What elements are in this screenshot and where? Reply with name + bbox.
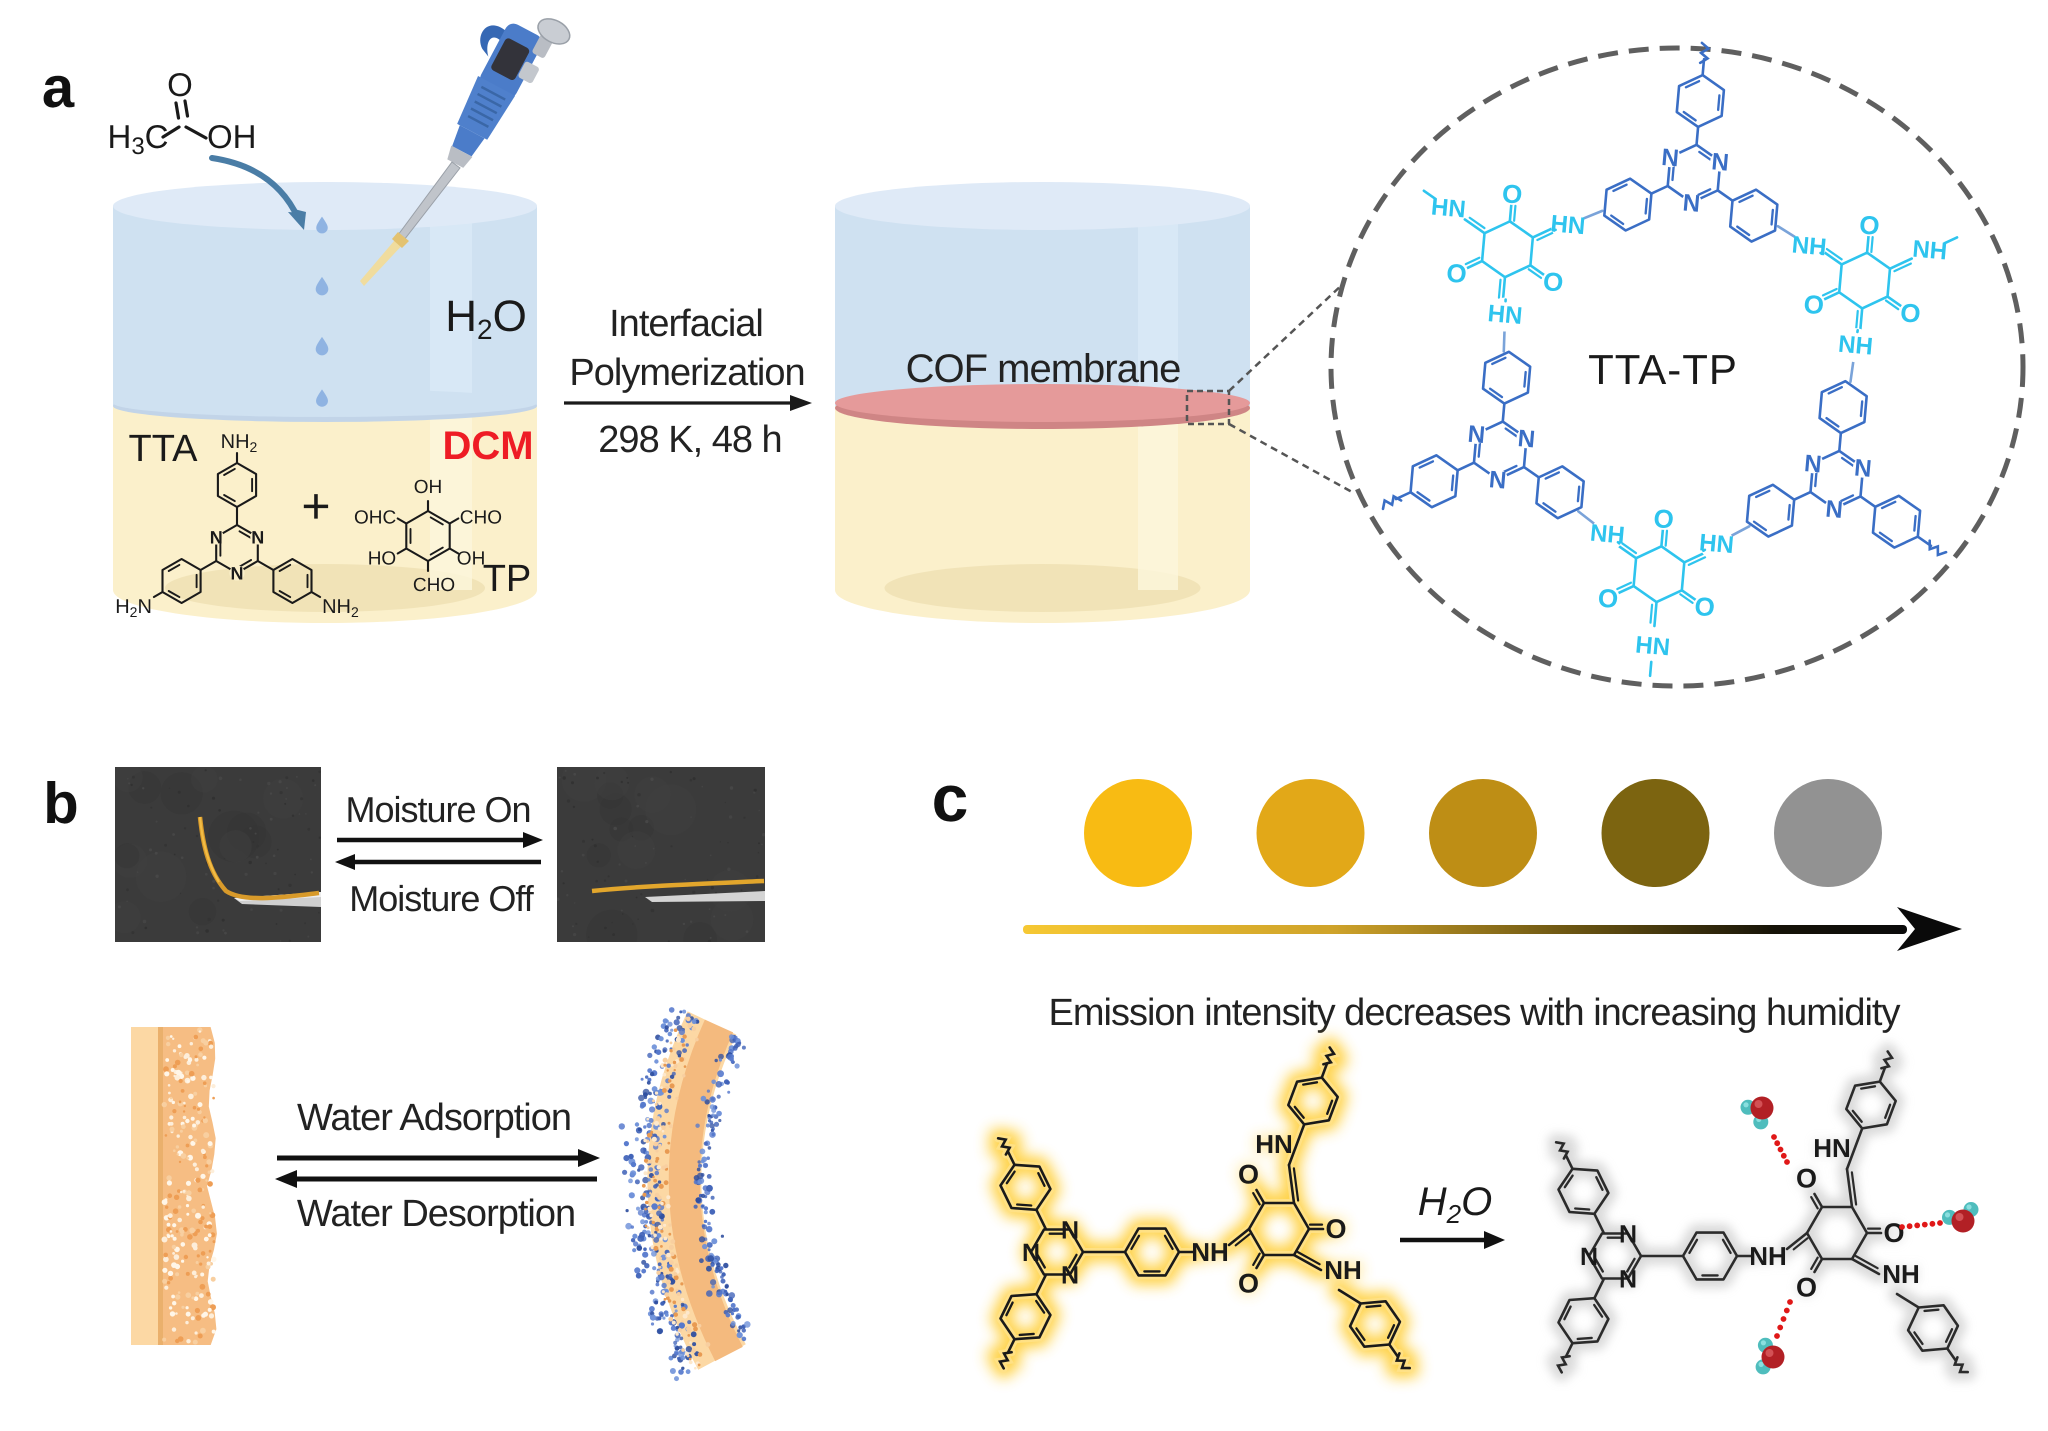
svg-text:TP: TP bbox=[483, 558, 532, 600]
svg-text:O: O bbox=[1238, 1268, 1259, 1298]
svg-text:CHO: CHO bbox=[413, 575, 455, 596]
svg-text:b: b bbox=[43, 771, 78, 836]
svg-text:OH: OH bbox=[207, 118, 257, 155]
svg-text:COF membrane: COF membrane bbox=[906, 347, 1181, 391]
svg-text:N: N bbox=[1517, 425, 1537, 453]
svg-text:O: O bbox=[1238, 1160, 1259, 1190]
svg-text:O: O bbox=[1796, 1272, 1817, 1302]
svg-text:O: O bbox=[1652, 503, 1675, 535]
svg-text:HO: HO bbox=[368, 549, 397, 570]
svg-text:O: O bbox=[1597, 582, 1620, 614]
svg-text:HN: HN bbox=[1255, 1129, 1293, 1159]
svg-text:NH: NH bbox=[1191, 1237, 1229, 1267]
svg-text:O: O bbox=[1883, 1218, 1904, 1248]
svg-text:HN: HN bbox=[1549, 210, 1586, 240]
svg-text:N: N bbox=[231, 564, 244, 584]
svg-text:NH: NH bbox=[1324, 1255, 1362, 1285]
svg-text:N: N bbox=[210, 528, 223, 548]
svg-text:Water Desorption: Water Desorption bbox=[297, 1193, 575, 1235]
svg-text:NH: NH bbox=[1191, 1237, 1229, 1267]
svg-text:NH: NH bbox=[1589, 520, 1626, 550]
svg-text:HN: HN bbox=[1634, 631, 1671, 661]
svg-text:NH: NH bbox=[1882, 1259, 1920, 1289]
svg-text:HN: HN bbox=[1813, 1133, 1851, 1163]
svg-text:O: O bbox=[1796, 1164, 1817, 1194]
svg-text:N: N bbox=[1853, 454, 1873, 482]
svg-text:N: N bbox=[1022, 1239, 1040, 1267]
svg-text:Interfacial: Interfacial bbox=[609, 303, 763, 345]
svg-text:O: O bbox=[1238, 1268, 1259, 1298]
svg-text:O: O bbox=[1501, 178, 1524, 210]
svg-text:O: O bbox=[1883, 1218, 1904, 1248]
svg-text:OH: OH bbox=[414, 477, 443, 498]
svg-text:HN: HN bbox=[1255, 1129, 1293, 1159]
svg-text:N: N bbox=[1803, 450, 1823, 478]
svg-text:HN: HN bbox=[1698, 529, 1735, 559]
svg-text:N: N bbox=[1682, 190, 1702, 218]
svg-text:O: O bbox=[167, 66, 193, 103]
svg-text:O: O bbox=[1796, 1164, 1817, 1194]
svg-text:HN: HN bbox=[1487, 300, 1524, 330]
svg-text:O: O bbox=[1796, 1272, 1817, 1302]
svg-text:OHC: OHC bbox=[354, 508, 396, 529]
svg-text:DCM: DCM bbox=[442, 424, 533, 468]
svg-text:c: c bbox=[932, 761, 969, 835]
svg-text:O: O bbox=[1238, 1268, 1259, 1298]
svg-text:O: O bbox=[1325, 1214, 1346, 1244]
svg-text:NH: NH bbox=[1882, 1259, 1920, 1289]
svg-text:TTA-TP: TTA-TP bbox=[1588, 346, 1738, 393]
svg-text:a: a bbox=[42, 55, 75, 120]
svg-text:O: O bbox=[1858, 209, 1881, 241]
svg-text:NH: NH bbox=[1324, 1255, 1362, 1285]
svg-text:298 K, 48 h: 298 K, 48 h bbox=[598, 419, 781, 461]
svg-text:N: N bbox=[1619, 1221, 1637, 1249]
svg-text:O: O bbox=[1238, 1160, 1259, 1190]
svg-text:NH: NH bbox=[1837, 331, 1874, 361]
svg-text:N: N bbox=[1619, 1266, 1637, 1294]
svg-text:NH: NH bbox=[1911, 236, 1948, 266]
svg-text:N: N bbox=[1710, 148, 1730, 176]
svg-text:N: N bbox=[1061, 1262, 1079, 1290]
svg-text:NH: NH bbox=[1324, 1255, 1362, 1285]
svg-text:N: N bbox=[251, 528, 264, 548]
svg-text:OH: OH bbox=[457, 549, 486, 570]
svg-text:NH: NH bbox=[1749, 1241, 1787, 1271]
svg-text:Moisture On: Moisture On bbox=[345, 789, 530, 830]
svg-text:+: + bbox=[301, 478, 330, 534]
svg-text:N: N bbox=[1824, 496, 1844, 524]
svg-text:Moisture Off: Moisture Off bbox=[349, 878, 534, 919]
svg-text:N: N bbox=[1467, 421, 1487, 449]
svg-text:Polymerization: Polymerization bbox=[569, 352, 804, 394]
svg-text:O: O bbox=[1542, 266, 1565, 298]
svg-text:N: N bbox=[1580, 1243, 1598, 1271]
svg-text:Water Adsorption: Water Adsorption bbox=[297, 1097, 571, 1139]
svg-text:O: O bbox=[1693, 591, 1716, 623]
svg-text:TTA: TTA bbox=[129, 428, 199, 470]
svg-text:N: N bbox=[1488, 466, 1508, 494]
svg-text:O: O bbox=[1325, 1214, 1346, 1244]
svg-text:O: O bbox=[1802, 289, 1825, 321]
svg-text:N: N bbox=[1660, 144, 1680, 172]
svg-text:CHO: CHO bbox=[460, 508, 502, 529]
svg-text:Emission intensity decreases w: Emission intensity decreases with increa… bbox=[1049, 992, 1901, 1034]
svg-text:NH: NH bbox=[1791, 231, 1828, 261]
svg-text:N: N bbox=[1061, 1217, 1079, 1245]
svg-text:O: O bbox=[1899, 297, 1922, 329]
svg-text:O: O bbox=[1445, 258, 1468, 290]
svg-text:O: O bbox=[1325, 1214, 1346, 1244]
svg-text:O: O bbox=[1238, 1160, 1259, 1190]
